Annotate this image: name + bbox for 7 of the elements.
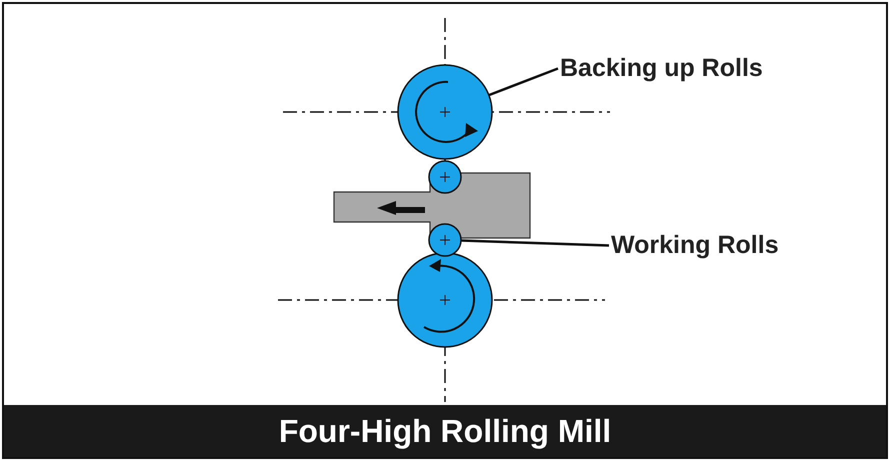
leader-line bbox=[488, 67, 558, 96]
part-label: Working Rolls bbox=[611, 231, 779, 260]
roll-circle bbox=[427, 222, 463, 258]
title: Four-High Rolling Mill bbox=[278, 413, 612, 450]
part-label: Backing up Rolls bbox=[560, 54, 763, 83]
leader-line bbox=[460, 239, 610, 247]
roll-circle bbox=[396, 63, 494, 161]
